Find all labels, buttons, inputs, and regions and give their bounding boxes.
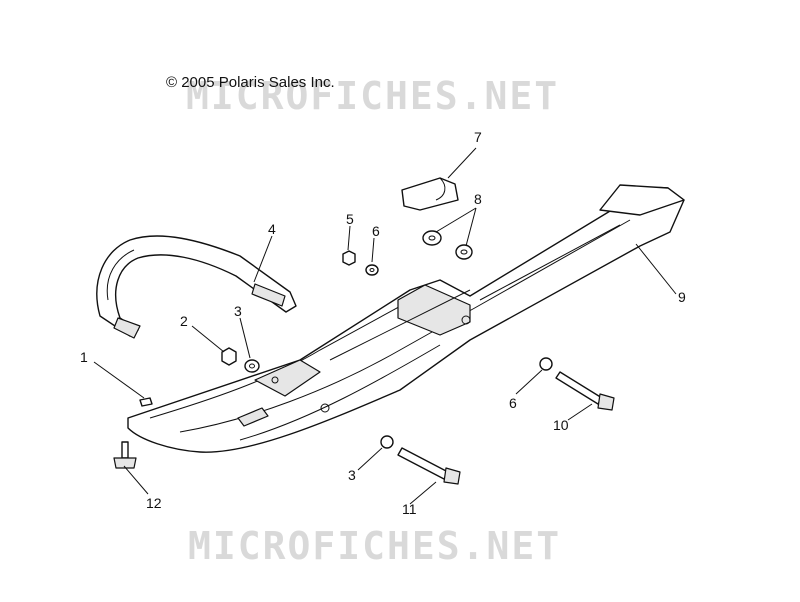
callout-labels: 1 2 3 4 5 6 7 8 9 6 10 3 11 12 <box>80 129 686 517</box>
carbide-screw <box>113 441 137 469</box>
spacer-block <box>401 177 459 211</box>
washer-and-bolt-right <box>539 357 615 411</box>
callout-6-upper: 6 <box>372 223 380 239</box>
callout-7: 7 <box>474 129 482 145</box>
callout-8: 8 <box>474 191 482 207</box>
callout-6-lower: 6 <box>509 395 517 411</box>
callout-2: 2 <box>180 313 188 329</box>
callout-3-upper: 3 <box>234 303 242 319</box>
callout-12: 12 <box>146 495 162 511</box>
wear-bar-clip <box>139 397 153 407</box>
callout-11: 11 <box>402 501 417 517</box>
nut-and-washer-upper <box>342 250 379 276</box>
callout-9: 9 <box>678 289 686 305</box>
callout-10: 10 <box>553 417 569 433</box>
callout-1: 1 <box>80 349 88 365</box>
leader-lines <box>93 147 677 505</box>
ski-body <box>127 184 685 453</box>
watermark-top: MICROFICHES.NET <box>186 74 560 118</box>
ski-loop <box>96 235 297 339</box>
washer-and-bolt-lower <box>380 435 461 485</box>
watermark-bottom: MICROFICHES.NET <box>188 524 562 568</box>
copyright-notice: © 2005 Polaris Sales Inc. <box>166 74 335 91</box>
callout-4: 4 <box>268 221 276 237</box>
nut-and-washer-left <box>221 347 260 373</box>
callout-5: 5 <box>346 211 354 227</box>
washer-pair <box>422 230 473 260</box>
callout-3-lower: 3 <box>348 467 356 483</box>
